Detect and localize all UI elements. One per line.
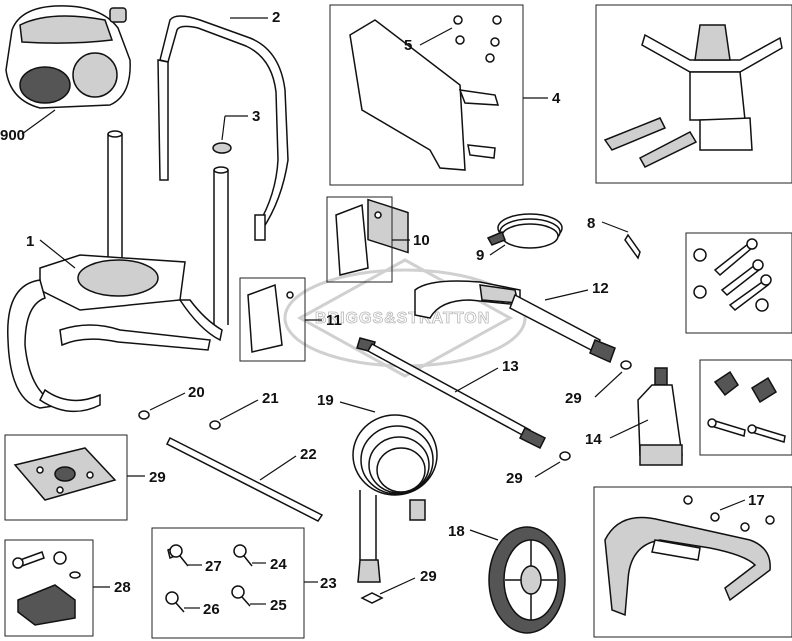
callout-2: 2 bbox=[272, 9, 280, 26]
leader-13 bbox=[454, 367, 499, 393]
leader-29b bbox=[534, 461, 561, 478]
washer bbox=[209, 420, 221, 430]
leader-14 bbox=[609, 419, 649, 439]
base-plate-box bbox=[4, 434, 128, 521]
callout-27: 27 bbox=[205, 558, 222, 575]
washer bbox=[138, 410, 150, 420]
callout-21: 21 bbox=[262, 390, 279, 407]
callout-17: 17 bbox=[748, 492, 765, 509]
callout-14: 14 bbox=[585, 431, 602, 448]
spray-gun bbox=[414, 280, 616, 364]
callout-900: 900 bbox=[0, 127, 25, 144]
callout-19: 19 bbox=[317, 392, 334, 409]
leader-12 bbox=[544, 289, 589, 301]
chemical-hose bbox=[486, 213, 563, 249]
pin bbox=[624, 233, 641, 260]
callout-23: 23 bbox=[320, 575, 337, 592]
leader-9 bbox=[489, 244, 506, 256]
callout-4: 4 bbox=[552, 90, 561, 107]
base-plate bbox=[13, 447, 117, 501]
axle bbox=[165, 436, 324, 522]
handle-bracket-box bbox=[593, 486, 792, 638]
callout-10: 10 bbox=[413, 232, 430, 249]
callout-13: 13 bbox=[502, 358, 519, 375]
hardware-kit bbox=[165, 544, 253, 613]
frame bbox=[7, 130, 229, 413]
pump-box bbox=[595, 4, 792, 184]
callout-8: 8 bbox=[587, 215, 595, 232]
knob-kit bbox=[707, 370, 786, 443]
callout-3: 3 bbox=[252, 108, 260, 125]
o-ring bbox=[559, 451, 571, 461]
callout-5: 5 bbox=[404, 37, 412, 54]
callout-25: 25 bbox=[270, 597, 287, 614]
handle-cap bbox=[212, 142, 232, 154]
leader-8 bbox=[601, 221, 629, 233]
callout-20: 20 bbox=[188, 384, 205, 401]
callout-29b: 29 bbox=[506, 470, 523, 487]
callout-9: 9 bbox=[476, 247, 484, 264]
leader-19 bbox=[339, 401, 376, 413]
o-ring bbox=[360, 592, 384, 604]
hardware-kit-box bbox=[151, 527, 305, 639]
leader-5 bbox=[419, 27, 453, 46]
callout-18: 18 bbox=[448, 523, 465, 540]
o-ring bbox=[620, 360, 632, 370]
leader-1 bbox=[39, 239, 76, 269]
callout-26: 26 bbox=[203, 601, 220, 618]
pump bbox=[603, 24, 783, 168]
leader-29a bbox=[594, 371, 623, 398]
engine bbox=[5, 5, 131, 109]
leader-21 bbox=[219, 399, 259, 421]
foot-kit-box bbox=[4, 539, 94, 637]
bolt-kit-box bbox=[685, 232, 792, 334]
bolt-kit bbox=[693, 238, 772, 312]
lance bbox=[356, 337, 547, 450]
knob-kit-box bbox=[699, 359, 792, 456]
leader-900 bbox=[21, 109, 56, 135]
callout-1: 1 bbox=[26, 233, 34, 250]
bracket-screws bbox=[453, 15, 502, 63]
callout-12: 12 bbox=[592, 280, 609, 297]
engine-bracket bbox=[349, 19, 500, 254]
leader-29c bbox=[379, 577, 416, 595]
wheel bbox=[488, 526, 566, 634]
callout-22: 22 bbox=[300, 446, 317, 463]
callout-28: 28 bbox=[114, 579, 131, 596]
foot-kit bbox=[12, 551, 81, 626]
high-pressure-hose bbox=[352, 414, 438, 583]
leader-18 bbox=[469, 529, 499, 541]
callout-29d: 29 bbox=[149, 469, 166, 486]
handle-bracket bbox=[604, 516, 771, 617]
brand-watermark: BRIGGS&STRATTON bbox=[283, 258, 527, 378]
callout-29c: 29 bbox=[420, 568, 437, 585]
handle bbox=[157, 15, 289, 241]
leader-20 bbox=[149, 392, 186, 411]
decal-11 bbox=[247, 283, 283, 353]
leader-17 bbox=[719, 499, 746, 511]
nozzle bbox=[637, 367, 683, 466]
decal-10 bbox=[335, 203, 369, 276]
leader-22 bbox=[259, 455, 297, 481]
watermark-text: BRIGGS&STRATTON bbox=[315, 310, 490, 327]
callout-11: 11 bbox=[326, 312, 342, 329]
callout-24: 24 bbox=[270, 556, 287, 573]
bracket-kit-box bbox=[329, 4, 524, 186]
callout-29a: 29 bbox=[565, 390, 582, 407]
bracket-screws bbox=[683, 495, 775, 532]
